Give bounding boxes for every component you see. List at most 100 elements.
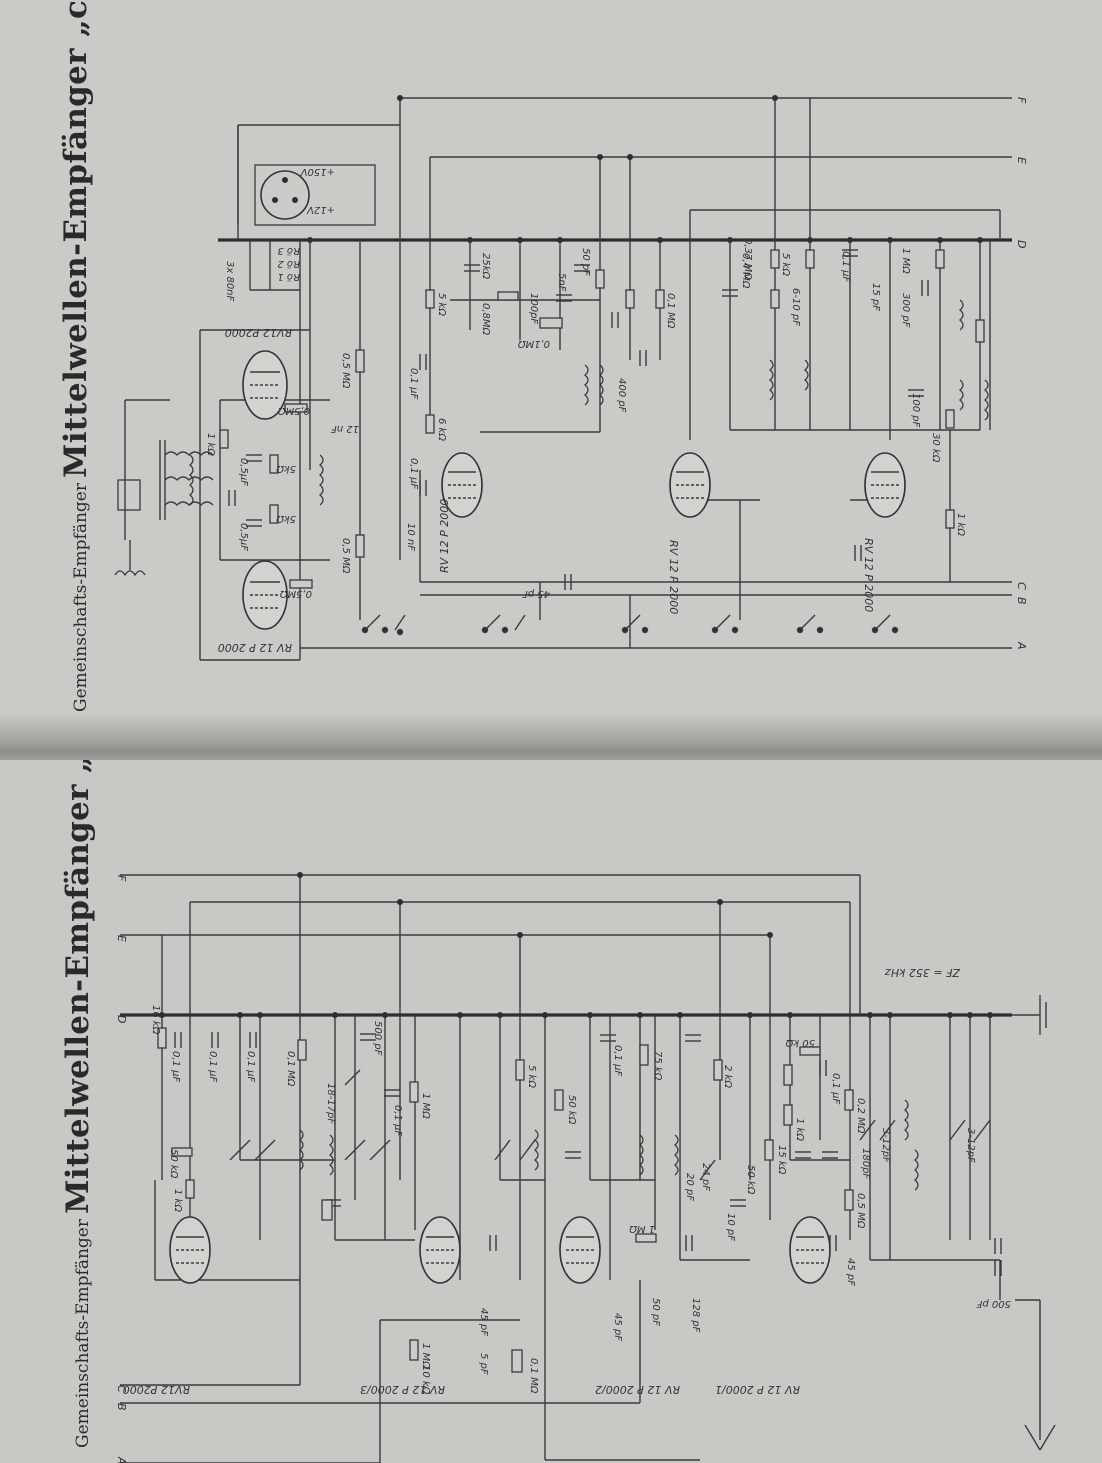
- label-r-50k-c: 50 kΩ: [785, 1037, 815, 1048]
- page-bottom-schematic: Gemeinschafts-Empfänger Mittelwellen-Emp…: [0, 760, 1102, 1463]
- antenna-input: [1015, 1299, 1056, 1451]
- band-switches: [361, 614, 899, 636]
- label-c-45p: 45 pF: [522, 588, 550, 599]
- label-c-180p: 180pF: [860, 1148, 871, 1179]
- label-c-128p: 128 pF: [690, 1298, 701, 1333]
- bus-label-e: E: [1015, 157, 1028, 164]
- label-r-1k-b: 1 kΩ: [794, 1118, 805, 1141]
- label-r-50k-d: 50 kΩ: [745, 1165, 756, 1195]
- label-r-5k-b: 5kΩ: [276, 513, 296, 524]
- label-r-0-5m: 0,5 MΩ: [855, 1193, 866, 1229]
- ground-symbol: [1012, 995, 1047, 1035]
- label-c-0-5u-b: 0,5µF: [238, 523, 249, 551]
- label-c-24p: 24 pF: [700, 1163, 711, 1191]
- label-r-0-4m: 0,4 MΩ: [740, 253, 751, 289]
- label-12v: +12V: [306, 204, 335, 215]
- label-c-0-5u-a: 0,5µF: [238, 458, 249, 486]
- component-labels-top: 0,5MΩ 0,5MΩ 0,5 MΩ 0,5 MΩ 5kΩ 5kΩ 0,5µF …: [205, 238, 966, 599]
- tube-label-2: RV 12 P 2000: [438, 499, 451, 573]
- tube-if-2: RV 12 P 2000/2: [559, 1216, 680, 1396]
- tube-output-lower: RV 12 P 2000: [218, 560, 292, 654]
- label-r-1m: 1 MΩ: [420, 1093, 431, 1119]
- label-r-50k-b: 50 kΩ: [566, 1095, 577, 1125]
- component-labels-bottom: 16 kΩ 50 kΩ 1 kΩ 0,1 µF 0,1 µF 0,1 µF 0,…: [150, 1005, 1011, 1395]
- label-r-50k: 50 kΩ: [168, 1149, 179, 1179]
- label-c-0-1u-c: 0,1 µF: [245, 1051, 256, 1082]
- label-c-5n: 5nF: [556, 273, 567, 292]
- tube-driver: RV 12 P 2000: [438, 452, 483, 573]
- label-c-0-1u-a: 0,1 µF: [170, 1051, 181, 1082]
- label-r-1m: 1 MΩ: [900, 248, 911, 274]
- label-r-0-5m-d: 0,5 MΩ: [340, 538, 351, 574]
- label-r-6k: 6 kΩ: [436, 418, 447, 441]
- tube-label-1: RV12 P2000: [225, 326, 292, 339]
- bus-label-d: D: [1015, 240, 1028, 248]
- output-transformer: [114, 399, 214, 577]
- label-r-5k-c: 5 kΩ: [436, 293, 447, 316]
- label-r-5k: 5 kΩ: [526, 1065, 537, 1088]
- tube-output-upper: RV12 P2000: [225, 326, 292, 420]
- label-r-15k: 15 kΩ: [776, 1145, 787, 1175]
- label-c-300p: 300 pF: [900, 293, 911, 328]
- label-r-30k: 30 kΩ: [930, 433, 941, 463]
- label-c-0-1u-c: 0,1 µF: [840, 251, 851, 282]
- filter-capacitors: 3x 80nF Rö 3 Rö 2 Rö 1: [224, 240, 300, 302]
- label-c-5p: 5 pF: [478, 1353, 489, 1375]
- schematic-top: +150V +12V 3x 80nF Rö 3 Rö 2 Rö 1: [114, 95, 1028, 661]
- tube-label-b1: RV 12 P 2000/3: [360, 1383, 445, 1396]
- bus-labels-top: F E D C B A: [1015, 97, 1028, 650]
- label-c-18-17p: 18-17pF: [325, 1083, 336, 1124]
- tube-label-0: RV 12 P 2000: [218, 641, 292, 654]
- label-c-0-1u-f: 0,1 µF: [830, 1073, 841, 1104]
- tube-demod-right: RV 12 P 2000: [862, 452, 906, 612]
- label-c-10p: 10 pF: [725, 1213, 736, 1241]
- bus-label-f: F: [1015, 97, 1028, 104]
- label-3x80nf: 3x 80nF: [224, 261, 235, 302]
- label-c-0-1u-a: 0,1 µF: [408, 368, 419, 399]
- label-r-0-8m: 0,8MΩ: [480, 303, 491, 336]
- tube-demod-left: RV 12 P 2000: [667, 452, 711, 614]
- tube-label-3: RV 12 P 2000: [667, 540, 680, 614]
- tube-label-b3: RV 12 P 2000/1: [715, 1383, 800, 1396]
- label-ro1: Rö 1: [277, 271, 300, 282]
- label-r-0-37m: 0,37 MΩ: [742, 238, 753, 280]
- label-c-12n: 12 nF: [331, 423, 359, 434]
- bus-label-e: E: [115, 935, 128, 942]
- label-r-0-2m: 0,2 MΩ: [855, 1098, 866, 1134]
- label-r-0-1m: 0,1 MΩ: [285, 1051, 296, 1087]
- label-c-0-1u-e: 0,1 µF: [612, 1045, 623, 1076]
- label-c-500p: 500 pF: [372, 1021, 383, 1056]
- tube-label-b2: RV 12 P 2000/2: [595, 1383, 680, 1396]
- label-c-45p-c: 45 pF: [845, 1258, 856, 1286]
- if-note: ZF = 352 kHz: [885, 966, 961, 979]
- label-c-15p: 15 pF: [870, 283, 881, 311]
- bus-label-c: C: [1015, 582, 1028, 590]
- label-c-3-12p-b: 3-12pF: [965, 1128, 976, 1163]
- label-r-0-5m-b: 0,5MΩ: [279, 588, 312, 599]
- label-c-500p-b: 500 pF: [976, 1298, 1011, 1309]
- label-c-45p-b: 45 pF: [612, 1313, 623, 1341]
- tube-label-b0: RV12 P2000: [123, 1383, 190, 1396]
- label-c-3-12p-a: 3-12pF: [880, 1128, 891, 1163]
- label-c-50p: 50 pF: [650, 1298, 661, 1326]
- label-r-25k: 25kΩ: [480, 253, 491, 280]
- label-ro3: Rö 3: [277, 245, 300, 256]
- label-r-5k-d: 5 kΩ: [780, 253, 791, 276]
- label-c-100p-b: 100pF: [528, 293, 539, 324]
- label-r-0-5m-c: 0,5 MΩ: [340, 353, 351, 389]
- label-c-10n: 10 nF: [405, 523, 416, 551]
- label-r-0-1m-b: 0,1MΩ: [517, 338, 550, 349]
- label-r-0-1m-b: 0,1 MΩ: [528, 1358, 539, 1394]
- detector-diode: [321, 1199, 333, 1221]
- label-150v: +150V: [300, 166, 335, 177]
- label-r-2k: 2 kΩ: [722, 1065, 733, 1088]
- tube-if-final: RV12 P2000: [123, 1216, 211, 1396]
- label-r-0-1m: 0,1 MΩ: [665, 293, 676, 329]
- bus-label-a: A: [115, 1456, 128, 1463]
- label-r-1m-b: 1 MΩ: [420, 1343, 431, 1369]
- label-r-0-5m-a: 0,5MΩ: [277, 405, 310, 416]
- bus-label-f: F: [115, 875, 128, 882]
- bus-label-a: A: [1015, 641, 1028, 650]
- tube-if-3: RV 12 P 2000/3: [360, 1216, 461, 1396]
- bus-labels-bottom: F E D C B A: [115, 875, 128, 1463]
